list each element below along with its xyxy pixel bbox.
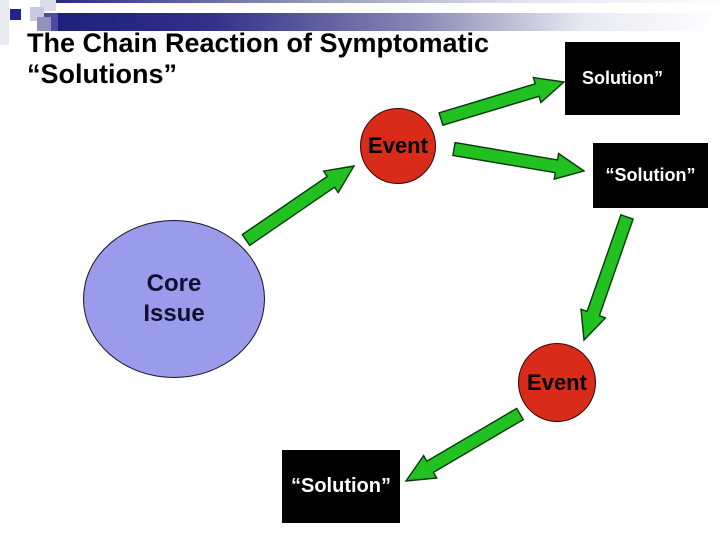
node-solution-1: Solution”	[565, 42, 680, 115]
arrow-solution-2-to-event-2	[580, 214, 634, 342]
arrow-event-2-to-solution-3	[404, 407, 525, 482]
decor-square-navy	[10, 9, 21, 20]
page-title: The Chain Reaction of Symptomatic “Solut…	[27, 28, 587, 90]
arrow-core-issue-to-event-1	[241, 165, 356, 247]
node-core-issue: Core Issue	[83, 220, 265, 378]
decor-square-blue-gray	[37, 17, 51, 31]
node-event-1: Event	[360, 108, 436, 184]
decor-left-strip	[0, 0, 9, 45]
event-1-label: Event	[368, 133, 428, 158]
core-issue-label-line-2: Issue	[143, 300, 205, 327]
core-issue-label-line-1: Core	[146, 270, 202, 297]
node-solution-2: “Solution”	[593, 143, 708, 208]
solution-1-label: Solution”	[582, 68, 663, 88]
solution-3-label: “Solution”	[291, 475, 391, 497]
decor-square-lavender-top	[40, 0, 56, 11]
node-event-2: Event	[518, 343, 596, 422]
page-title-line-1: The Chain Reaction of Symptomatic	[27, 28, 490, 58]
header-gradient-bar	[42, 13, 720, 31]
header-thin-line	[56, 0, 720, 3]
solution-2-label: “Solution”	[605, 165, 696, 185]
page-title-line-2: “Solutions”	[27, 59, 177, 89]
node-solution-3: “Solution”	[282, 450, 400, 523]
event-2-label: Event	[527, 369, 587, 395]
arrow-event-1-to-solution-2	[452, 141, 586, 181]
